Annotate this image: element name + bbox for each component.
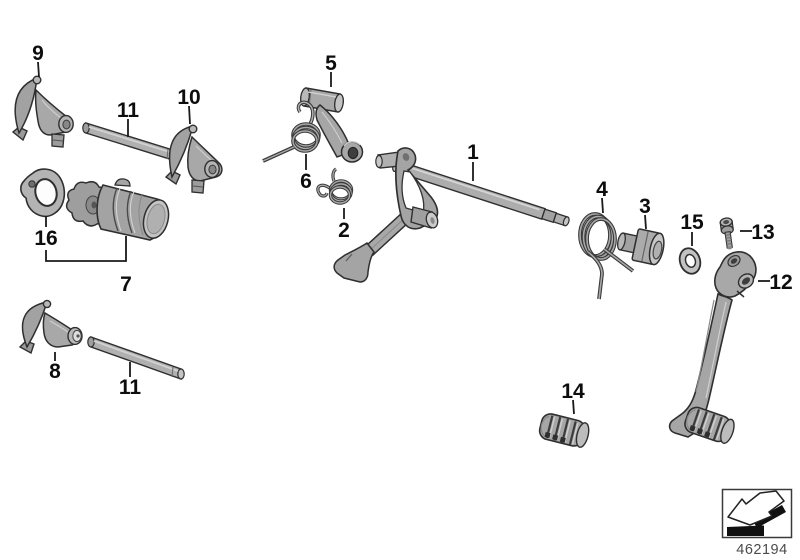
callout-16[interactable]: 16 (34, 227, 57, 250)
callout-14[interactable]: 14 (561, 380, 585, 403)
part-12-gear-shift-lever (668, 251, 757, 447)
part-3-bushing (616, 228, 665, 266)
callout-15[interactable]: 15 (680, 211, 704, 234)
part-4-torsion-spring (578, 212, 635, 300)
part-13-bolt (719, 217, 734, 250)
callout-5[interactable]: 5 (325, 52, 337, 75)
callout-4[interactable]: 4 (596, 178, 608, 201)
part-5-lever (300, 87, 364, 163)
part-2-spring (316, 167, 354, 205)
part-10-shift-fork (164, 124, 223, 194)
callout-1[interactable]: 1 (467, 141, 479, 164)
callout-6[interactable]: 6 (300, 170, 312, 193)
diagram-footer: 462194 (721, 488, 793, 558)
callout-7[interactable]: 7 (120, 273, 132, 296)
callout-11-bottom[interactable]: 11 (119, 376, 142, 399)
part-14-rubber-pad (536, 410, 593, 451)
catalog-number: 462194 (736, 542, 787, 558)
part-12-pedal-rubber (681, 403, 738, 447)
part-6-torsion-spring (262, 100, 321, 163)
direction-arrow-icon (727, 490, 786, 536)
callout-13[interactable]: 13 (751, 221, 774, 244)
callout-9[interactable]: 9 (32, 42, 44, 65)
callout-8[interactable]: 8 (49, 360, 61, 383)
callout-2[interactable]: 2 (338, 219, 350, 242)
fork-pin (32, 75, 42, 85)
part-8-shift-fork (18, 299, 83, 355)
part-11-fork-shaft-bottom (87, 336, 185, 380)
callout-11-top[interactable]: 11 (117, 99, 140, 122)
fork-pin (42, 299, 52, 309)
part-16-locking-plate (20, 168, 66, 218)
callout-leader-lines (37, 61, 770, 415)
part-1-shift-shaft (333, 147, 570, 283)
callout-10[interactable]: 10 (177, 86, 200, 109)
part-15-washer (678, 247, 702, 275)
part-11-fork-shaft-top (82, 122, 180, 162)
part-7-shift-cam (65, 178, 170, 241)
callout-3[interactable]: 3 (639, 195, 651, 218)
fork-pin (188, 124, 198, 134)
callout-12[interactable]: 12 (769, 271, 792, 294)
part-9-shift-fork (11, 75, 74, 148)
